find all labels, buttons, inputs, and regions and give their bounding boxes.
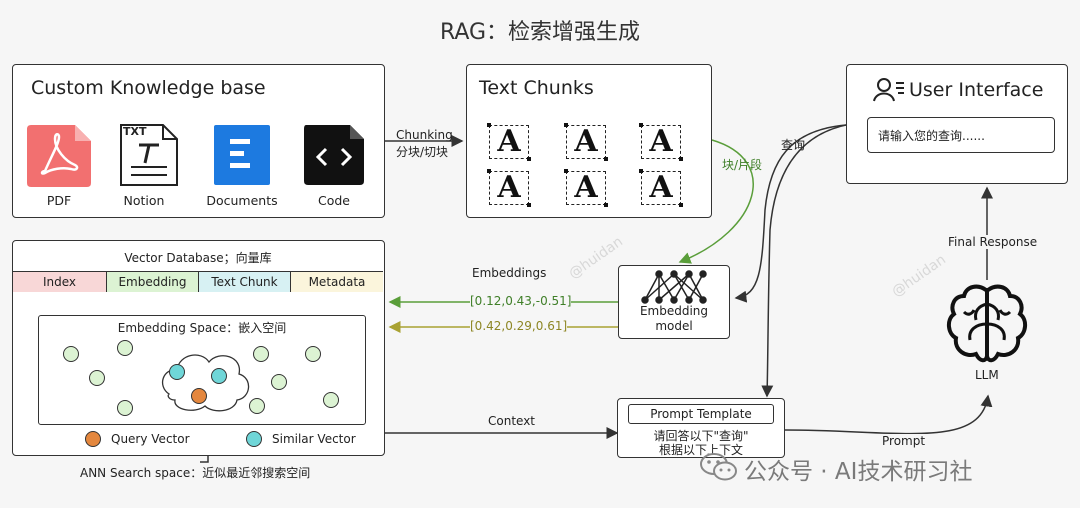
vector-point	[117, 400, 133, 416]
txt-badge: TXT	[123, 125, 147, 138]
user-interface-panel: User Interface 请输入您的查询......	[846, 64, 1068, 184]
text-chunks-panel: Text Chunks A A A A A A	[466, 64, 712, 218]
vector-point	[89, 370, 105, 386]
wechat-icon	[700, 452, 738, 486]
prompt-template-box: Prompt Template 请回答以下"查询" 根据以下上下文	[617, 398, 785, 458]
watermark-text: 公众号 · AI技术研习社	[744, 459, 973, 485]
similar-vector-point	[169, 364, 185, 380]
column-index: Index	[13, 272, 107, 292]
vector-database-title: Vector Database；向量库	[124, 251, 272, 265]
user-icon	[873, 77, 905, 107]
query-to-prompt-arrow	[761, 124, 847, 398]
chunking-label-en: Chunking	[396, 128, 453, 142]
column-metadata: Metadata	[291, 272, 383, 292]
vector-point	[63, 346, 79, 362]
neural-net-icon	[641, 270, 707, 304]
chunk-letter: A	[487, 123, 531, 161]
prompt-label: Prompt	[880, 434, 928, 448]
embedding-model-label-1: Embedding	[639, 304, 709, 318]
ann-search-label: ANN Search space：近似最近邻搜索空间	[80, 466, 311, 480]
vector-value-2: [0.42,0.29,0.61]	[470, 319, 568, 333]
final-response-label: Final Response	[946, 235, 1040, 249]
query-vector-legend: Query Vector	[111, 432, 190, 446]
pdf-label: PDF	[46, 193, 72, 208]
vector-value-1: [0.12,0.43,-0.51]	[470, 294, 572, 308]
page-title: RAG：检索增强生成	[439, 20, 641, 45]
chunk-letter: A	[564, 169, 608, 207]
notion-label: Notion	[123, 193, 165, 208]
chunk-letter: A	[564, 123, 608, 161]
vector-point	[117, 340, 133, 356]
embedding-space-title: Embedding Space：嵌入空间	[117, 321, 287, 335]
vector-point	[323, 392, 339, 408]
embedding-model-box: Embedding model	[618, 265, 730, 339]
vector-database-panel: Vector Database；向量库 Index Embedding Text…	[12, 240, 385, 456]
chunk-letter: A	[639, 123, 683, 161]
similar-vector-point	[211, 368, 227, 384]
embeddings-label: Embeddings	[472, 266, 547, 280]
query-to-model-arrow	[734, 124, 847, 303]
query-vector-legend-icon	[85, 431, 101, 447]
embedding-model-label-2: model	[655, 319, 693, 333]
query-label: 查询	[781, 138, 806, 152]
similar-vector-legend: Similar Vector	[272, 432, 356, 446]
documents-label: Documents	[206, 193, 278, 208]
chunks-to-model-arrow	[678, 139, 754, 264]
code-icon	[302, 123, 366, 187]
llm-label: LLM	[975, 368, 999, 382]
prompt-arrow	[784, 394, 993, 435]
documents-icon	[212, 123, 272, 187]
chunk-letter: A	[487, 169, 531, 207]
vector-point	[253, 346, 269, 362]
prompt-template-line-2: 根据以下上下文	[658, 443, 743, 457]
notion-icon: TXT	[119, 123, 179, 187]
code-label: Code	[317, 193, 350, 208]
chunking-label-cn: 分块/切块	[396, 145, 449, 159]
knowledge-base-title: Custom Knowledge base	[31, 77, 266, 99]
column-embedding: Embedding	[107, 272, 199, 292]
brain-icon	[946, 284, 1028, 364]
pdf-icon	[25, 123, 93, 189]
chunk-letter: A	[639, 169, 683, 207]
embedding-space: Embedding Space：嵌入空间	[38, 315, 366, 425]
prompt-template-title: Prompt Template	[628, 404, 774, 424]
knowledge-base-panel: Custom Knowledge base PDF TXT Notion Doc…	[12, 64, 385, 218]
query-vector-point	[191, 388, 207, 404]
vector-point	[305, 346, 321, 362]
user-interface-title: User Interface	[909, 79, 1044, 101]
prompt-template-line-1: 请回答以下"查询"	[653, 429, 749, 443]
column-text-chunk: Text Chunk	[199, 272, 291, 292]
vector-point	[249, 398, 265, 414]
similarity-cloud	[161, 354, 250, 412]
query-input[interactable]: 请输入您的查询......	[867, 117, 1055, 153]
chunks-edge-label: 块/片段	[722, 158, 763, 172]
similar-vector-legend-icon	[246, 431, 262, 447]
vector-point	[271, 374, 287, 390]
text-chunks-title: Text Chunks	[479, 77, 594, 99]
context-label: Context	[488, 414, 536, 428]
vector-db-columns: Index Embedding Text Chunk Metadata	[13, 271, 383, 292]
